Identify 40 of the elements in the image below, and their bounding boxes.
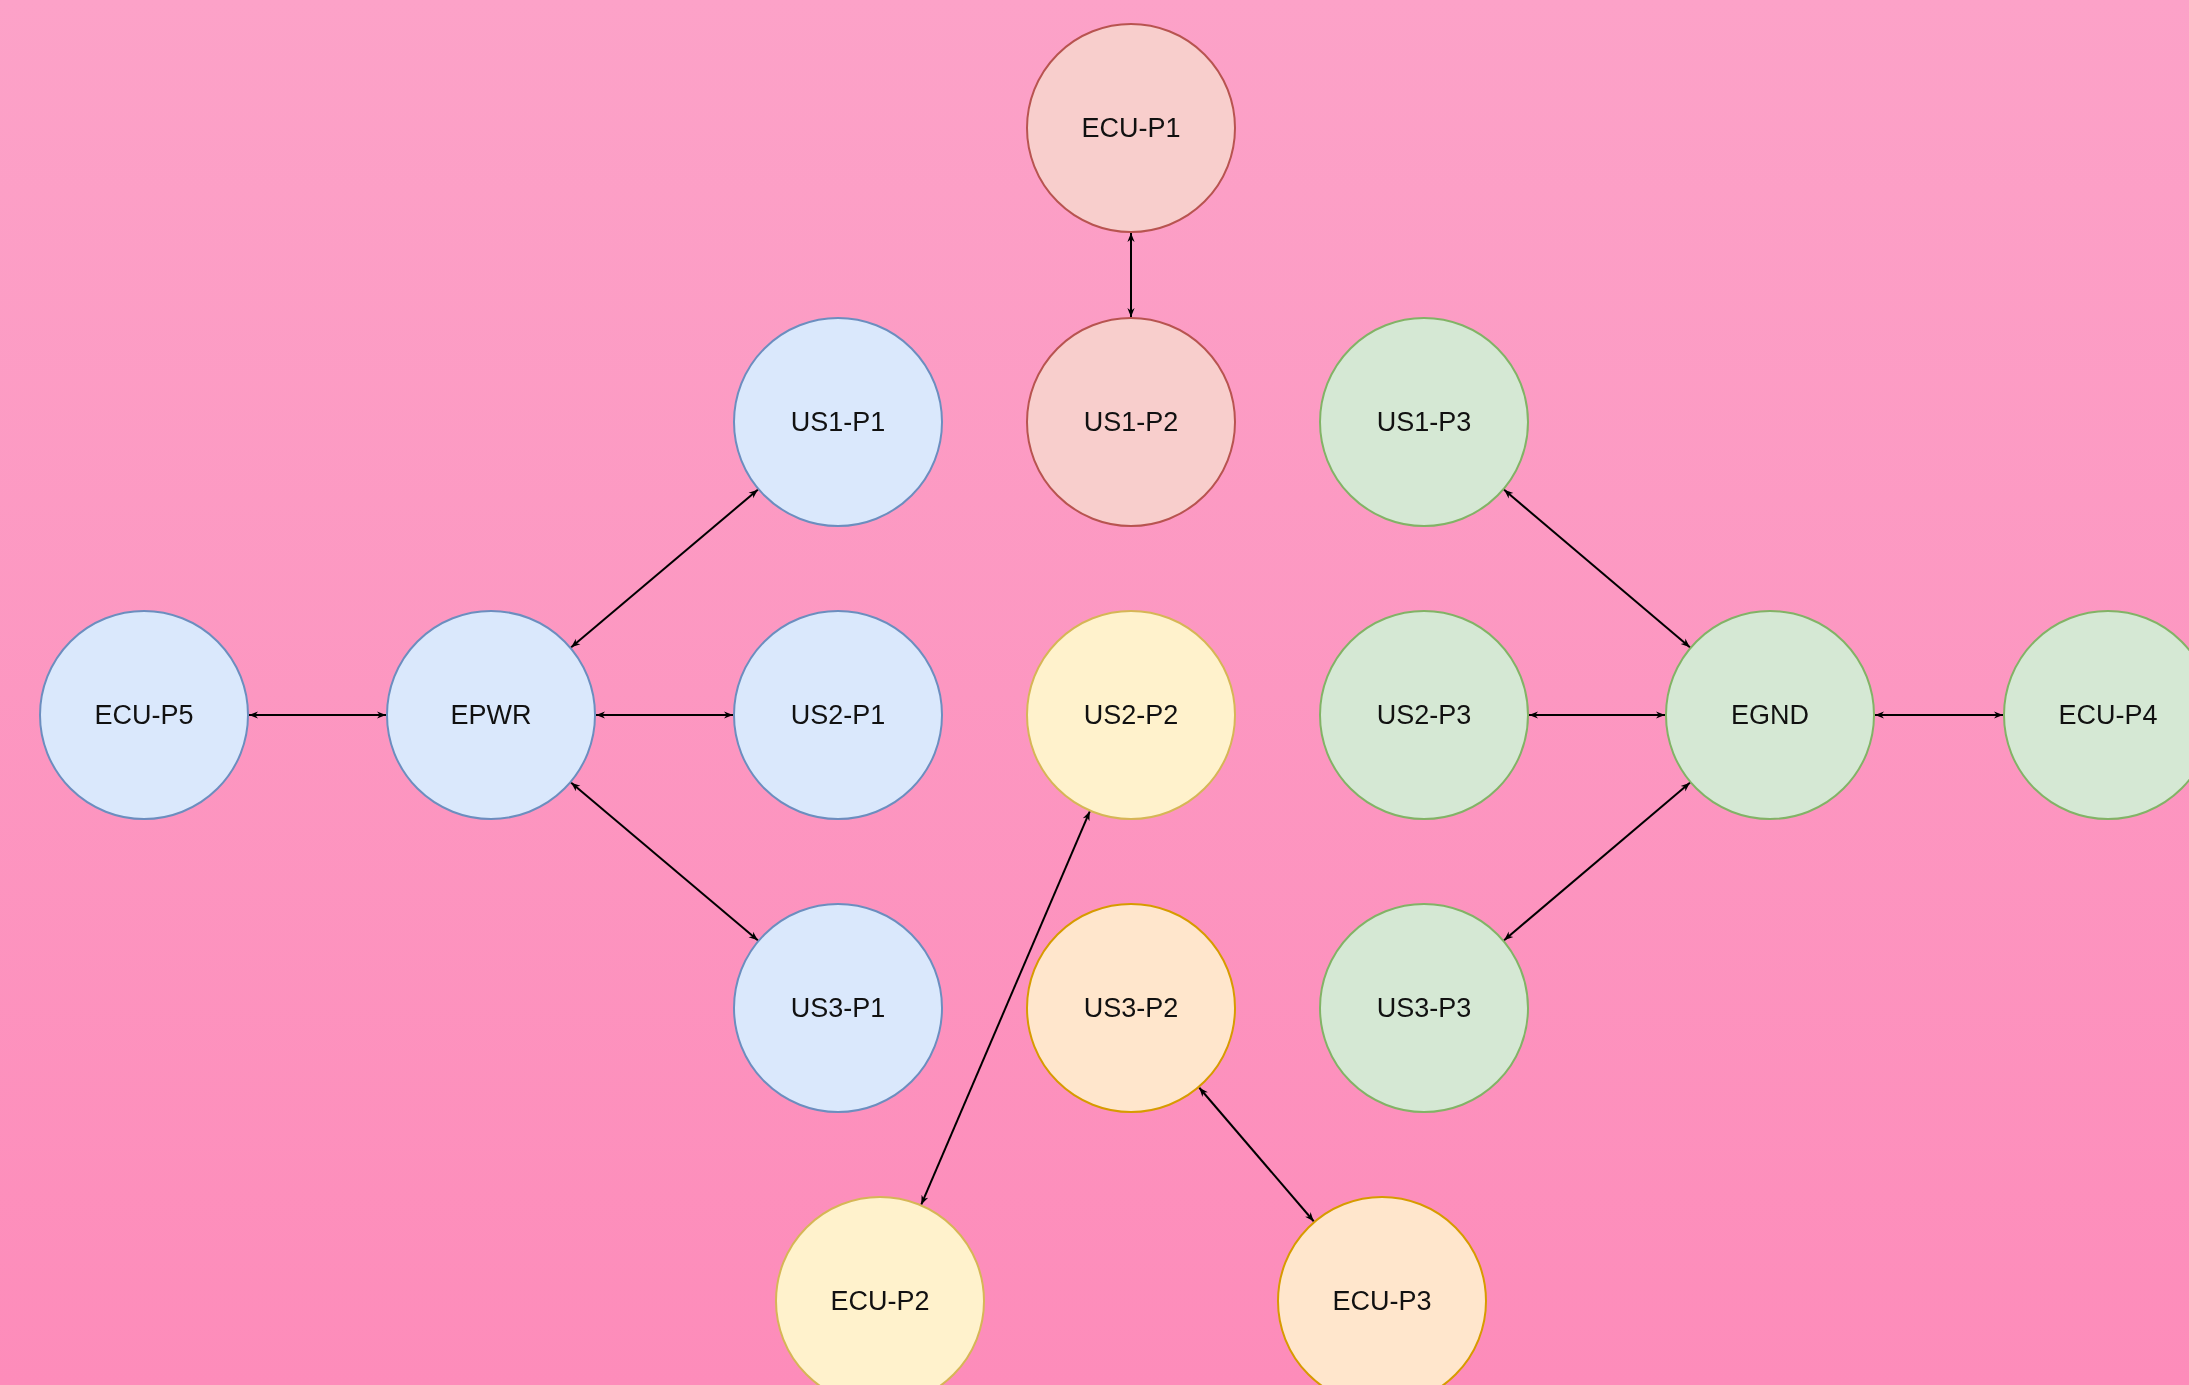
circle-node xyxy=(1319,903,1529,1113)
double-arrow xyxy=(570,781,759,942)
node-label: ECU-P4 xyxy=(2058,699,2158,731)
node-label: US1-P1 xyxy=(790,406,886,438)
node-label: EGND xyxy=(1731,699,1809,731)
double-arrow xyxy=(595,711,734,719)
node-label: US3-P3 xyxy=(1376,992,1472,1024)
circle-node xyxy=(1026,610,1236,820)
circle-node xyxy=(1026,903,1236,1113)
circle-node xyxy=(1319,317,1529,527)
double-arrow xyxy=(1503,781,1691,942)
circle-node xyxy=(733,610,943,820)
node-label: ECU-P2 xyxy=(830,1285,930,1317)
node-label: US1-P3 xyxy=(1376,406,1472,438)
node-label: US2-P3 xyxy=(1376,699,1472,731)
node-label: ECU-P3 xyxy=(1332,1285,1432,1317)
node-label: US2-P2 xyxy=(1083,699,1179,731)
double-arrow xyxy=(570,488,759,649)
node-label: US1-P2 xyxy=(1083,406,1179,438)
double-arrow xyxy=(1874,711,2004,719)
node-label: ECU-P1 xyxy=(1081,112,1181,144)
double-arrow xyxy=(1198,1086,1315,1223)
circle-node xyxy=(1665,610,1875,820)
circle-node xyxy=(1026,23,1236,233)
circle-node xyxy=(386,610,596,820)
circle-node xyxy=(733,317,943,527)
circle-node xyxy=(39,610,249,820)
node-label: US3-P2 xyxy=(1083,992,1179,1024)
double-arrow xyxy=(1528,711,1666,719)
double-arrow xyxy=(920,810,1091,1206)
node-label: ECU-P5 xyxy=(94,699,194,731)
double-arrow xyxy=(1127,232,1135,318)
double-arrow xyxy=(1503,488,1691,649)
node-label: US3-P1 xyxy=(790,992,886,1024)
circle-node xyxy=(1026,317,1236,527)
circle-node xyxy=(733,903,943,1113)
node-label: EPWR xyxy=(450,699,532,731)
node-label: US2-P1 xyxy=(790,699,886,731)
double-arrow xyxy=(248,711,387,719)
circle-node xyxy=(1319,610,1529,820)
